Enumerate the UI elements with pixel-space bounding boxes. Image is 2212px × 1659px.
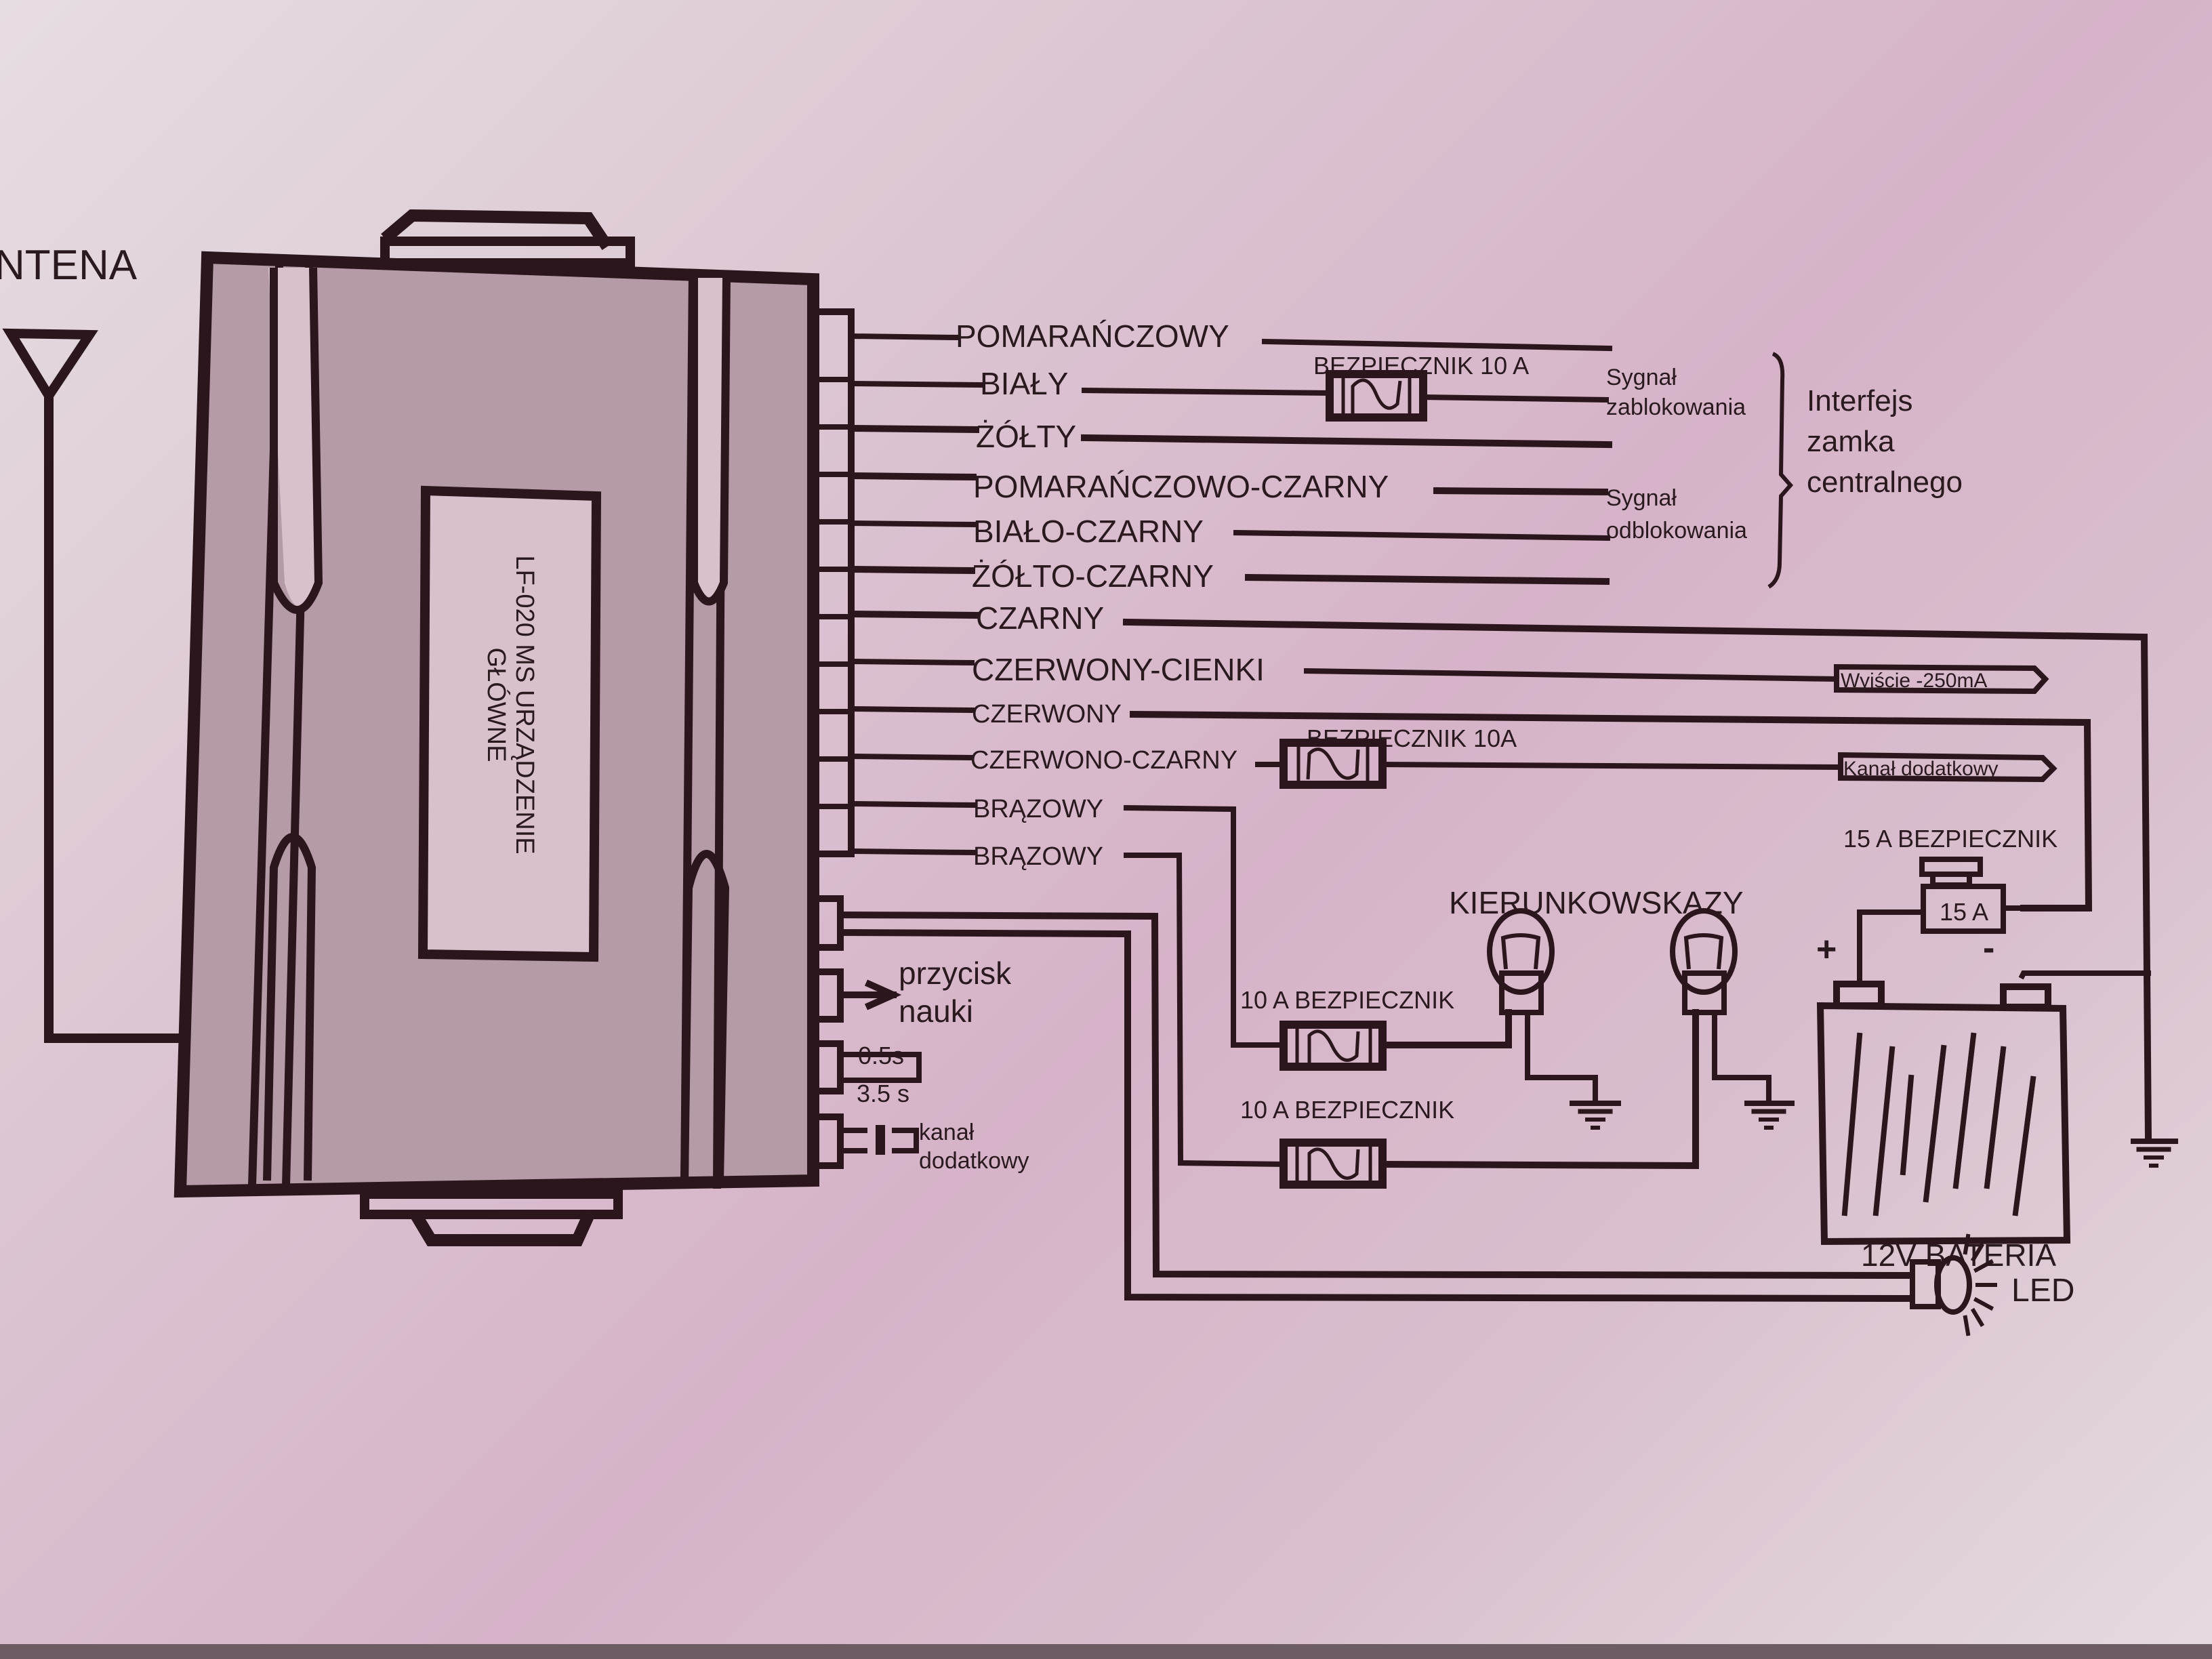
timing-long-label: 3.5 s: [857, 1080, 909, 1107]
wire-label: CZERWONY: [972, 700, 1122, 729]
fuse-red-black-wire: BEZPIECZNIK 10A: [1279, 724, 1517, 789]
aux-jumper-label-2: dodatkowy: [919, 1148, 1029, 1174]
fuse-icon: [1279, 1021, 1387, 1071]
fuse-icon: [1326, 370, 1427, 422]
output-tag-thin-red: Wyjście -250mA: [1834, 663, 2049, 695]
interface-label-1: Interfejs: [1807, 384, 1913, 417]
battery-section: 15 A BEZPIECZNIK 15 A + - 12V BATERIA: [1816, 825, 2178, 1273]
wire-label: CZERWONO-CZARNY: [970, 746, 1237, 775]
main-unit: LF-020 MS URZĄDZENIE GŁÓWNE: [173, 209, 855, 1246]
battery-fuse-value: 15 A: [1940, 898, 1988, 926]
learn-button-arrow-icon: [837, 979, 902, 1010]
thin-red-output-label: Wyjście -250mA: [1841, 670, 1987, 692]
battery-icon: [1816, 981, 2071, 1246]
wire-label: POMARAŃCZOWY: [956, 319, 1229, 354]
lock-signal-label-2: zablokowania: [1606, 394, 1746, 420]
ground-icon: [1570, 1101, 1621, 1130]
turn-fuse-2-label: 10 A BEZPIECZNIK: [1240, 1096, 1454, 1124]
wire-label: POMARAŃCZOWO-CZARNY: [973, 469, 1389, 504]
wire-label: ŻÓŁTO-CZARNY: [972, 558, 1214, 594]
antenna-label: NTENA: [0, 242, 138, 289]
interface-label-2: zamka: [1807, 425, 1895, 458]
led-icon: [1910, 1233, 1997, 1336]
antenna: NTENA: [0, 242, 186, 1043]
timing-short-label: 0.5s: [858, 1042, 904, 1069]
main-unit-name-label: GŁÓWNE: [482, 648, 511, 762]
turn-fuse-1-label: 10 A BEZPIECZNIK: [1240, 986, 1454, 1014]
ground-icon: [1744, 1101, 1795, 1130]
turn-bulb-1-icon: [1487, 908, 1555, 1015]
antenna-icon: [2, 328, 186, 1043]
wire-label: BRĄZOWY: [973, 842, 1103, 871]
wire-label: CZARNY: [976, 600, 1104, 636]
central-lock-interface: Sygnał zablokowania Sygnał odblokowania …: [1606, 352, 1963, 589]
wire-label: ŻÓŁTY: [976, 419, 1076, 454]
interface-label-3: centralnego: [1807, 466, 1963, 499]
lower-connectors: LED przycisk nauki 0.5s 3.5 s kanał doda…: [836, 911, 2074, 1336]
output-tag-aux: Kanał dodatkowy: [1838, 752, 2057, 783]
wire-label: CZERWONY-CIENKI: [972, 652, 1265, 687]
battery-minus-label: -: [1983, 928, 1994, 968]
brace-icon: [1767, 352, 1793, 589]
ground-icon: [2131, 1139, 2178, 1168]
battery-label: 12V BATERIA: [1861, 1237, 2056, 1273]
aux-jumper-label-1: kanał: [919, 1120, 975, 1145]
battery-fuse-title: 15 A BEZPIECZNIK: [1843, 825, 2057, 853]
learn-button-label-1: przycisk: [899, 956, 1012, 991]
turn-signals-label: KIERUNKOWSKAZY: [1449, 885, 1744, 920]
fuse-red-black-label: BEZPIECZNIK 10A: [1307, 724, 1517, 752]
main-unit-model-label: LF-020 MS URZĄDZENIE: [510, 555, 539, 854]
wire-label: BIAŁY: [980, 366, 1068, 401]
turn-bulb-2-icon: [1670, 908, 1738, 1015]
wire-label: BRĄZOWY: [973, 795, 1103, 823]
unlock-signal-label-1: Sygnał: [1606, 485, 1677, 511]
table-edge: [0, 1644, 2212, 1659]
battery-fuse-icon: 15 A: [1919, 857, 2006, 934]
learn-button-label-2: nauki: [899, 994, 973, 1029]
unlock-signal-label-2: odblokowania: [1606, 518, 1747, 544]
fuse-icon: [1279, 1139, 1387, 1189]
turn-signal-section: KIERUNKOWSKAZY 10 A BEZPIECZNIK 10 A BEZ…: [1240, 885, 1795, 1189]
fuse-white-wire: BEZPIECZNIK 10 A: [1313, 352, 1529, 422]
aux-output-label: Kanał dodatkowy: [1843, 758, 1999, 780]
fuse-icon: [1279, 739, 1387, 789]
wire-label: BIAŁO-CZARNY: [973, 514, 1204, 549]
led-label: LED: [2011, 1273, 2074, 1309]
battery-plus-label: +: [1816, 930, 1837, 969]
lock-signal-label-1: Sygnał: [1606, 365, 1677, 390]
jumper-icon: [838, 1125, 919, 1155]
